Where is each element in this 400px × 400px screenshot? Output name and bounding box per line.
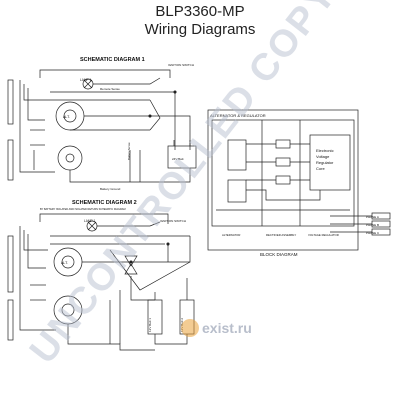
s2-lamp-label: LAMP 1: [84, 219, 96, 223]
s1-ground-unit-circle: [57, 145, 83, 171]
schematic-2-note: BY BATTERY ISOLATED AND ISOLATED RETURN …: [40, 208, 126, 211]
schematic-2-title: SCHEMATIC DIAGRAM 2: [72, 200, 137, 206]
block-rectifier-box-2: [275, 157, 291, 167]
block-diagram-label: BLOCK DIAGRAM: [260, 252, 298, 257]
s2-diode-2: [124, 263, 138, 275]
s1-battery-sense-label: Battery Sense: [127, 142, 131, 160]
s2-diode-1: [124, 255, 138, 267]
block-phase-c-terminal: [371, 228, 391, 236]
block-phase-b: PHASE B: [366, 223, 379, 227]
block-col-alternator: ALTERNATOR: [222, 233, 240, 237]
block-phase-a-terminal: [371, 212, 391, 220]
block-regulator-line-4: Core: [316, 166, 325, 171]
s2-ground-label-bar: [7, 299, 14, 341]
s1-battery-ground-label: Battery Ground: [100, 187, 121, 191]
block-rectifier-box-3: [275, 175, 291, 185]
s1-battery-box: [167, 145, 197, 169]
s2-alt-label: ALT.: [61, 261, 68, 265]
s1-battery-label: 24V Batt: [172, 157, 184, 161]
schematic-1-title: SCHEMATIC DIAGRAM 1: [80, 57, 145, 63]
block-rotor-box: [227, 179, 247, 203]
block-stator-box: [227, 139, 247, 171]
block-regulator-core: [309, 134, 351, 191]
s1-ignition-label: IGNITION SWITCH: [168, 63, 194, 67]
s2-alternator-circle: [53, 247, 83, 277]
s1-remote-sense-label: Remote Sense: [100, 87, 120, 91]
page-subtitle: Wiring Diagrams: [144, 21, 256, 38]
block-rectifier-box-1: [275, 139, 291, 149]
s1-alternator-circle: [55, 101, 85, 131]
s2-ignition-label: IGNITION SWITCH: [160, 219, 186, 223]
block-outer-frame: [207, 109, 359, 251]
block-inner-frame: [211, 119, 355, 227]
s1-alt-label: ALT.: [63, 115, 70, 119]
block-regulator-line-3: Regulator: [316, 160, 334, 165]
block-col-regulator: VOLTAGE REGULATOR: [308, 233, 339, 237]
block-phase-c: PHASE C: [366, 231, 380, 235]
block-col-rectifier: RECTIFIER ASSEMBLY: [266, 233, 296, 237]
s1-alternator-label-bar: [7, 79, 14, 125]
block-regulator-line-2: Voltage: [316, 154, 330, 159]
schematic-diagram-2: [7, 213, 195, 351]
schematic-diagram-1: [7, 69, 197, 183]
part-number-title: BLP3360-MP: [155, 3, 245, 20]
block-regulator-line-1: Electronic: [316, 148, 334, 153]
s2-ground-unit-circle: [53, 295, 83, 325]
s2-battery-2-label: 12V Batt 2: [180, 318, 184, 332]
block-diagram: [207, 109, 391, 251]
block-phase-b-terminal: [371, 220, 391, 228]
s2-battery-1-label: 12V Batt 1: [148, 318, 152, 332]
block-phase-a: PHASE A: [366, 215, 379, 219]
s1-lamp-label: LAMP 1: [80, 78, 92, 82]
s1-ground-label-bar: [7, 139, 14, 181]
block-header: ALTERNATOR & REGULATOR: [210, 113, 266, 118]
s2-alternator-label-bar: [7, 235, 14, 293]
